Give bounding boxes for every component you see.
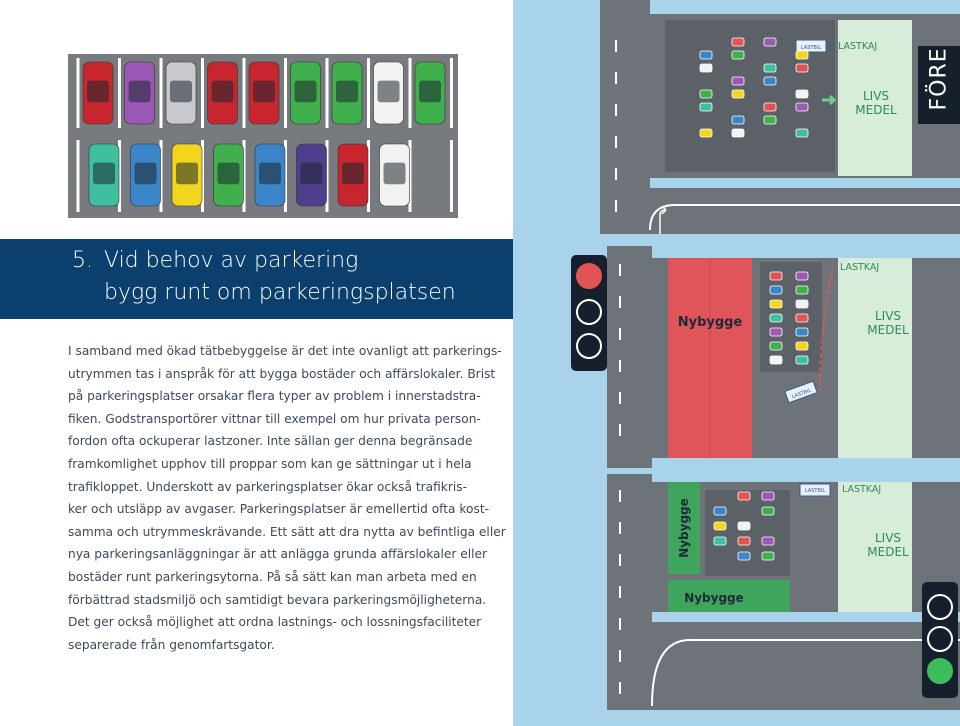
diagram-green-nybygge: Nybygge Nybygge LASTBIL LASTKAJ LIVS MED…: [607, 474, 960, 710]
section-title-line1: Vid behov av parkering: [104, 248, 359, 273]
body-line: utrymmen tas i anspråk för att bygga bos…: [68, 366, 496, 381]
store-label-medel: MEDEL: [867, 545, 909, 559]
store-label-livs: LIVS: [863, 89, 889, 103]
body-text: I samband med ökad tätbebyggelse är det …: [68, 340, 506, 656]
diagram-red-nybygge: Nybygge LASTKAJ LIVS MEDEL LASTBIL: [607, 246, 960, 468]
light-red-icon: [576, 263, 602, 289]
body-line: separerade från genomfartsgator.: [68, 637, 275, 652]
section-number: 5.: [72, 248, 93, 273]
truck-label: LASTBIL: [801, 45, 821, 51]
nybygge-label-vertical: Nybygge: [677, 498, 691, 558]
body-line: fiken. Godstransportörer vittnar till ex…: [68, 411, 481, 426]
body-line: framkomlighet upphov till proppar som ka…: [68, 456, 472, 471]
body-line: fordon ofta ockuperar lastzoner. Inte sä…: [68, 434, 473, 449]
fore-label: FÖRE: [926, 47, 952, 111]
store-label-livs: LIVS: [875, 309, 901, 323]
nybygge-label: Nybygge: [684, 591, 744, 605]
store-label-livs: LIVS: [875, 531, 901, 545]
body-line: ker och utsläpp av avgaser. Parkeringspl…: [68, 502, 489, 517]
light-off-icon: [927, 594, 953, 620]
body-line: trafikloppet. Underskott av parkeringspl…: [68, 479, 467, 494]
title-band: [0, 239, 513, 319]
body-line: bostäder runt parkeringsytorna. På så sä…: [68, 569, 477, 584]
lastkaj-label: LASTKAJ: [842, 484, 881, 495]
body-line: Det ger också möjlighet att ordna lastni…: [68, 615, 482, 630]
parking-lot-illustration: [68, 54, 458, 218]
light-off-icon: [576, 299, 602, 325]
lastkaj-label: LASTKAJ: [840, 262, 879, 273]
truck-label: LASTBIL: [805, 488, 825, 494]
section-title-line2: bygg runt om parkeringsplatsen: [104, 280, 456, 305]
lastkaj-label: LASTKAJ: [838, 41, 877, 52]
nybygge-label: Nybygge: [678, 315, 743, 330]
body-line: samma och utrymmeskrävande. Ett sätt att…: [68, 524, 506, 539]
body-line: nya parkeringsanläggningar är att anlägg…: [68, 547, 488, 562]
fore-tag: [918, 46, 960, 124]
store-label-medel: MEDEL: [855, 103, 897, 117]
light-green-icon: [927, 658, 953, 684]
body-line: I samband med ökad tätbebyggelse är det …: [68, 344, 502, 358]
diagram-before: LASTBIL LASTKAJ LIVS MEDEL: [600, 0, 960, 234]
traffic-light-red: [571, 255, 607, 371]
small-cars: [699, 37, 809, 561]
traffic-light-green: [922, 582, 958, 698]
body-line: förbättrad stadsmiljö och samtidigt beva…: [68, 592, 487, 607]
light-off-icon: [576, 333, 602, 359]
body-line: på parkeringsplatser orsakar flera typer…: [68, 389, 481, 404]
store-label-medel: MEDEL: [867, 323, 909, 337]
light-off-icon: [927, 626, 953, 652]
diagrams: LASTBIL LASTKAJ LIVS MEDEL Nybygge LASTK…: [600, 0, 960, 710]
